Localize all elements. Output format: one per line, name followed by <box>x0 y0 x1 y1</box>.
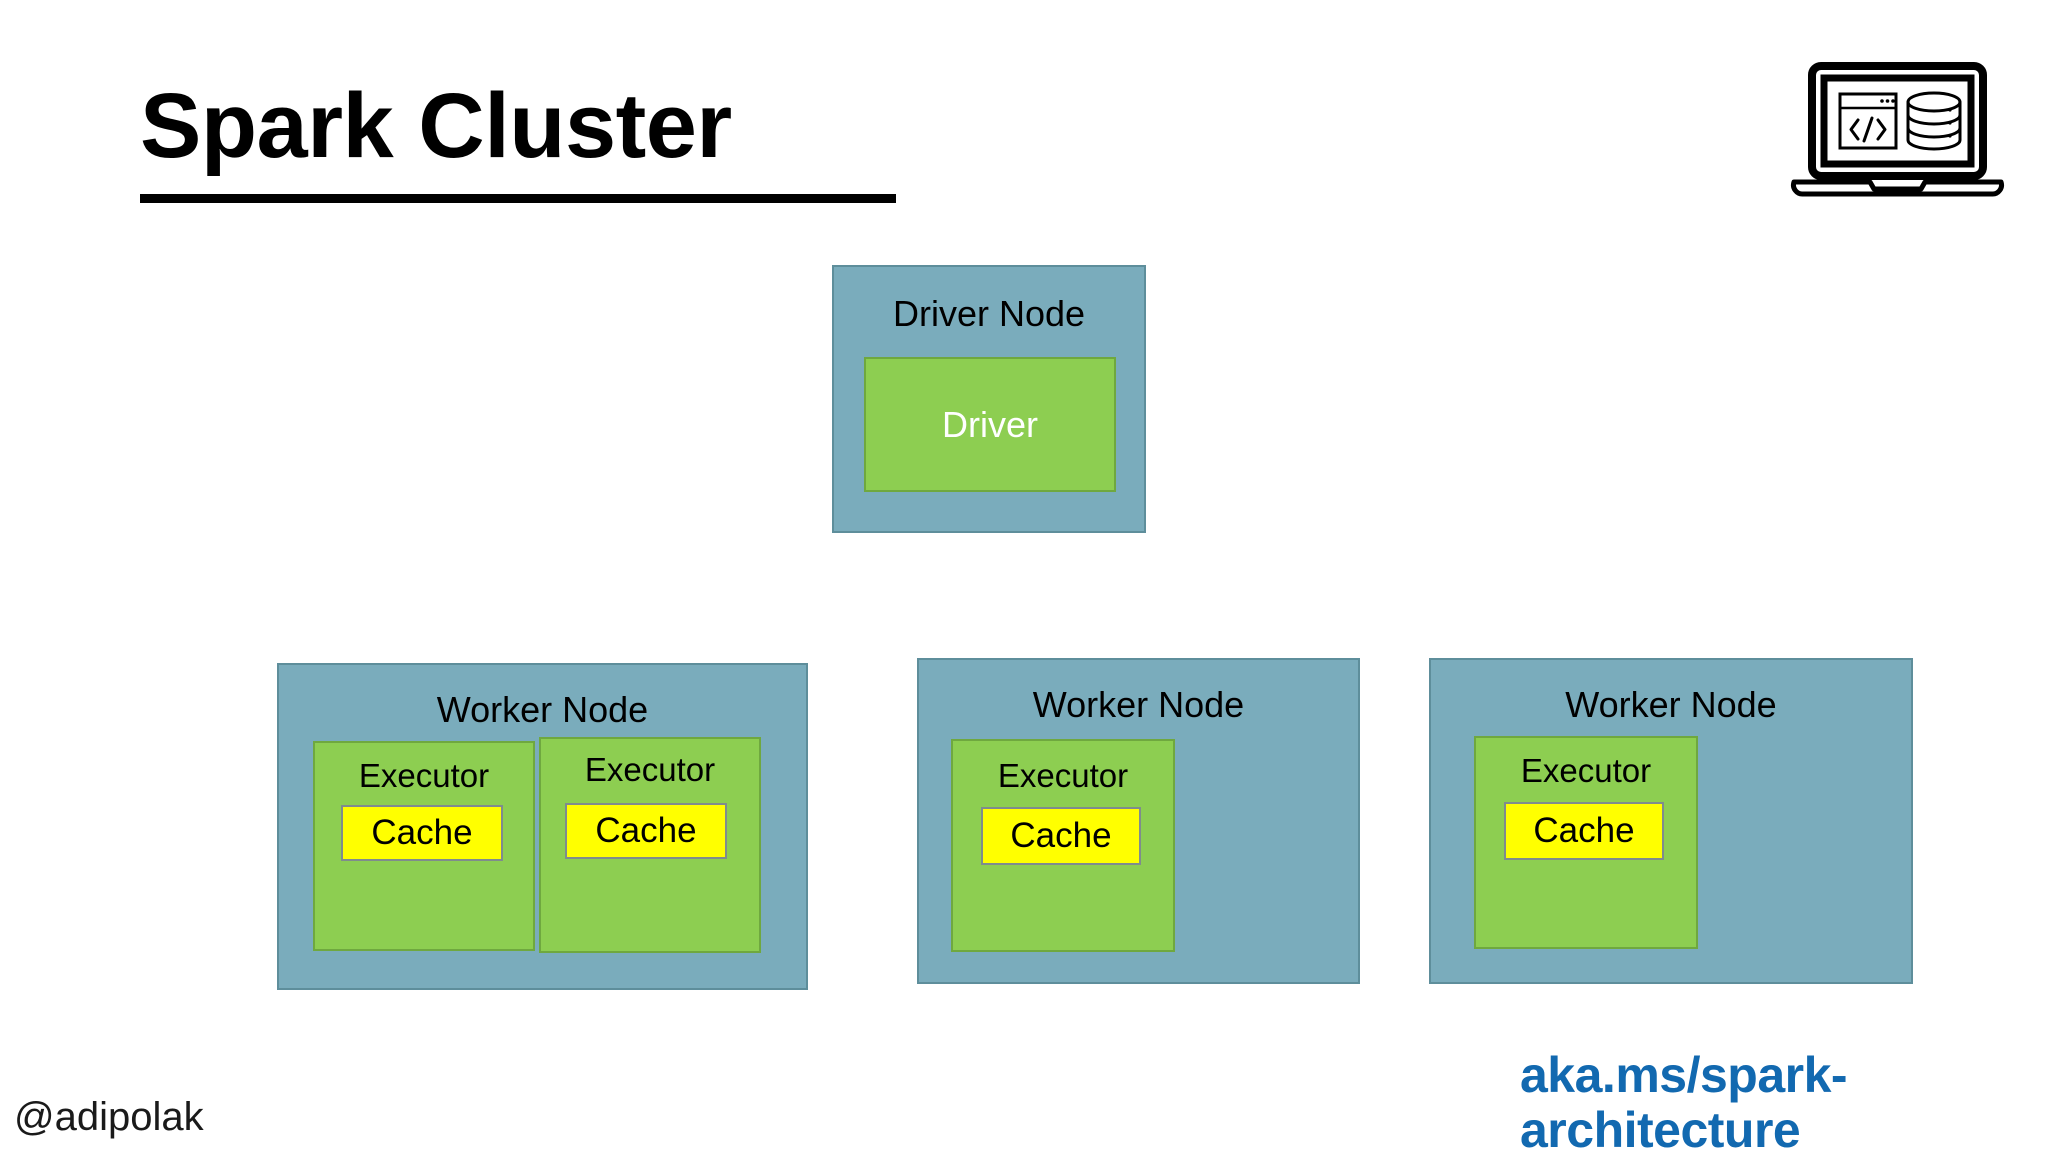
short-link[interactable]: aka.ms/spark- architecture <box>1520 1048 2040 1152</box>
cache-box: Cache <box>341 805 503 861</box>
title-block: Spark Cluster <box>140 75 896 203</box>
cache-label: Cache <box>595 811 697 850</box>
cache-box: Cache <box>981 807 1141 865</box>
short-link-line-1: aka.ms/spark- <box>1520 1047 1848 1103</box>
driver-node-box: Driver Node Driver <box>832 265 1146 533</box>
worker-node-2-box: Worker Node Executor Cache <box>917 658 1360 984</box>
worker-node-1-box: Worker Node Executor Cache Executor Cach… <box>277 663 808 990</box>
worker-node-1-label: Worker Node <box>436 689 649 730</box>
driver-node-label: Driver Node <box>892 293 1086 334</box>
cache-label: Cache <box>1533 811 1635 850</box>
driver-box: Driver <box>864 357 1116 492</box>
cache-label: Cache <box>1010 816 1112 855</box>
executor-box: Executor Cache <box>951 739 1175 952</box>
executor-label: Executor <box>358 757 490 794</box>
executor-box: Executor Cache <box>1474 736 1698 949</box>
cache-box: Cache <box>565 803 727 859</box>
cache-box: Cache <box>1504 802 1664 860</box>
worker-node-2-label: Worker Node <box>1032 684 1245 725</box>
executor-label: Executor <box>1520 752 1652 789</box>
driver-box-label: Driver <box>942 403 1038 445</box>
author-handle: @adipolak <box>14 1095 204 1139</box>
cache-label: Cache <box>371 813 473 852</box>
worker-node-3-label: Worker Node <box>1565 684 1777 725</box>
title-underline <box>140 194 896 203</box>
short-link-line-2: architecture <box>1520 1102 1801 1152</box>
executor-label: Executor <box>584 751 716 788</box>
page-title: Spark Cluster <box>140 75 732 177</box>
executor-label: Executor <box>997 757 1129 794</box>
laptop-code-database-icon <box>1790 60 2005 200</box>
executor-box: Executor Cache <box>313 741 535 951</box>
worker-node-3-box: Worker Node Executor Cache <box>1429 658 1913 984</box>
executor-box: Executor Cache <box>539 737 761 953</box>
